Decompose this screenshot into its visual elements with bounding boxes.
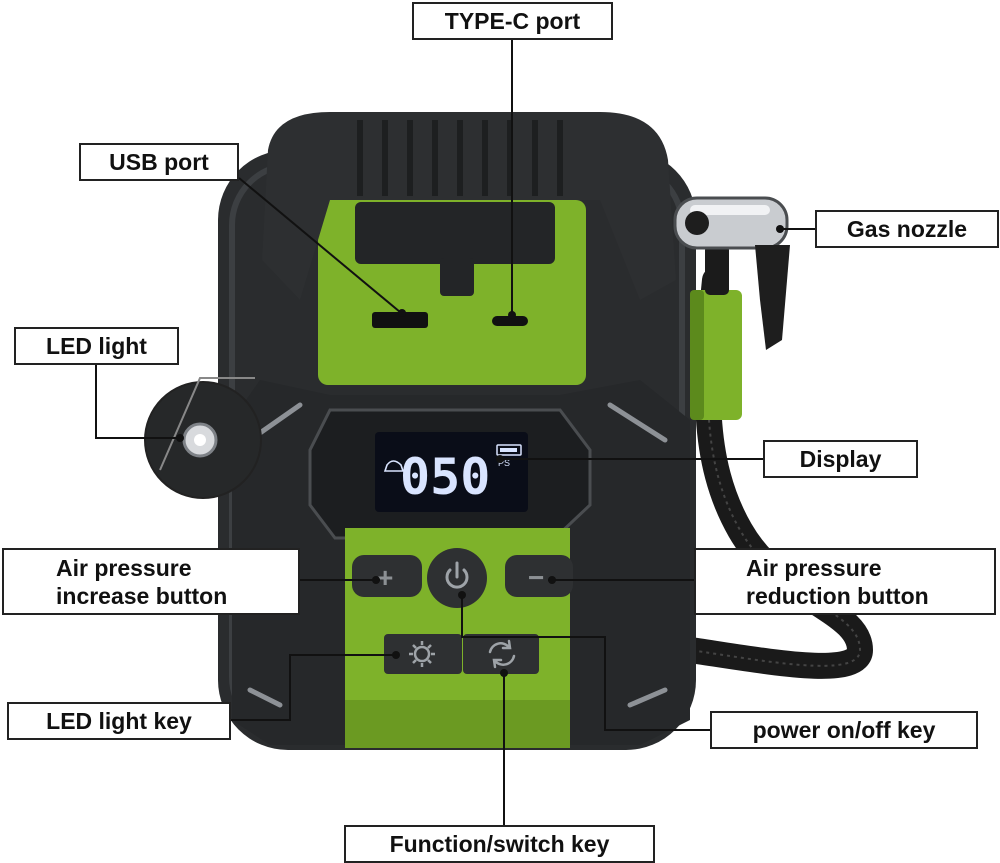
- power-key-label: power on/off key: [710, 711, 978, 749]
- led-light-key-label: LED light key: [7, 702, 231, 740]
- function-switch-key-text: Function/switch key: [389, 831, 610, 857]
- nozzle-lever: [755, 245, 790, 350]
- carry-handle: [262, 112, 676, 300]
- air-pressure-reduction-label: Air pressure reduction button: [694, 548, 996, 615]
- air-pressure-increase-line-1: Air pressure: [56, 554, 192, 581]
- switch-icon: [488, 639, 516, 669]
- usb-port-slot: [372, 312, 428, 328]
- typec-port-slot: [492, 316, 528, 326]
- lcd-screen: [375, 432, 528, 512]
- usb-port-label: USB port: [79, 143, 239, 181]
- lcd-battery-fill: [500, 448, 517, 452]
- gas-nozzle-text: Gas nozzle: [846, 216, 968, 242]
- power-icon: [445, 561, 469, 589]
- increase-button-glyph: +: [377, 562, 393, 593]
- led-light-label: LED light: [14, 327, 179, 365]
- display-text: Display: [799, 446, 882, 472]
- reduction-button-glyph: −: [528, 562, 544, 593]
- display-label: Display: [763, 440, 918, 478]
- led-key-shape: [384, 634, 462, 674]
- reduction-button-shape: [505, 555, 573, 597]
- function-switch-key-label: Function/switch key: [344, 825, 655, 863]
- nozzle-neck: [705, 245, 729, 295]
- cover-strap: [440, 258, 474, 296]
- handle-grip-ridges: [357, 120, 563, 196]
- led-light-text: LED light: [46, 333, 147, 359]
- air-pressure-increase-line-2: increase button: [56, 582, 228, 609]
- leader-dots: [176, 225, 784, 677]
- nozzle-chuck-hole: [685, 211, 709, 235]
- air-pressure-reduction-line-1: Air pressure: [746, 554, 882, 581]
- leader-lines: [95, 40, 815, 825]
- led-lens-core: [194, 434, 206, 446]
- typec-port-label: TYPE-C port: [412, 2, 613, 40]
- lcd-car-icon: [383, 460, 405, 472]
- hose-holster-shade: [690, 290, 704, 420]
- lcd-battery-indicator: [496, 444, 522, 456]
- top-port-cover: [355, 202, 555, 264]
- bumper-highlight: [247, 402, 668, 708]
- control-panel-shade: [345, 700, 570, 748]
- air-pressure-reduction-line-2: reduction button: [746, 582, 929, 609]
- nozzle-chuck-shine: [690, 205, 770, 215]
- power-key-text: power on/off key: [752, 717, 936, 743]
- led-magnifier-edge: [159, 377, 255, 471]
- function-key-shape: [463, 634, 539, 674]
- lcd-unit: PS: [498, 458, 510, 468]
- typec-port-text: TYPE-C port: [444, 8, 581, 34]
- led-light-key-text: LED light key: [46, 708, 192, 734]
- lcd-reading: 050: [400, 448, 490, 506]
- usb-port-text: USB port: [109, 149, 209, 175]
- sun-icon: [409, 641, 435, 667]
- increase-button-shape: [352, 555, 422, 597]
- air-pressure-increase-label: Air pressure increase button: [2, 548, 300, 615]
- gas-nozzle-label: Gas nozzle: [815, 210, 999, 248]
